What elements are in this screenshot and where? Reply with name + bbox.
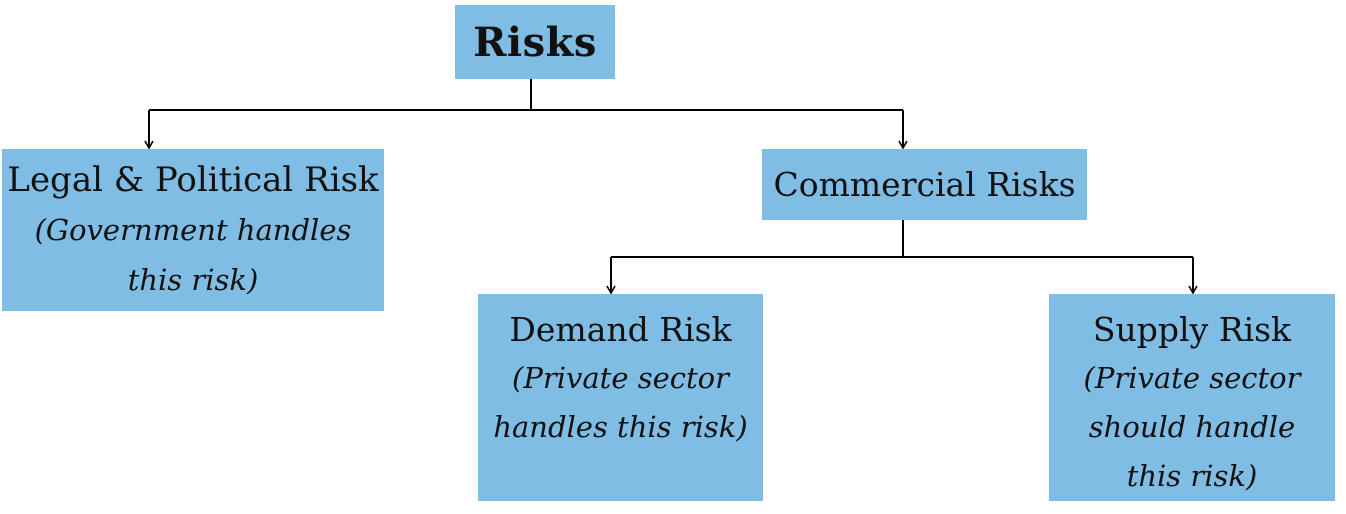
supply-risk-title: Supply Risk	[1092, 310, 1292, 349]
demand-risk-title: Demand Risk	[509, 310, 732, 349]
demand-risk-node: Demand Risk (Private sector handles this…	[478, 294, 763, 501]
risks-root-node: Risks	[455, 5, 615, 79]
legal-political-risk-note: (Government handles this risk)	[34, 213, 352, 297]
legal-political-risk-title: Legal & Political Risk	[7, 160, 379, 200]
risks-root-label: Risks	[473, 18, 597, 66]
commercial-risks-node: Commercial Risks	[762, 149, 1087, 220]
demand-risk-note: (Private sector handles this risk)	[493, 361, 748, 444]
supply-risk-node: Supply Risk (Private sector should handl…	[1049, 294, 1335, 501]
legal-political-risk-node: Legal & Political Risk (Government handl…	[2, 149, 384, 311]
supply-risk-note: (Private sector should handle this risk)	[1083, 361, 1301, 493]
commercial-risks-title: Commercial Risks	[773, 164, 1076, 204]
